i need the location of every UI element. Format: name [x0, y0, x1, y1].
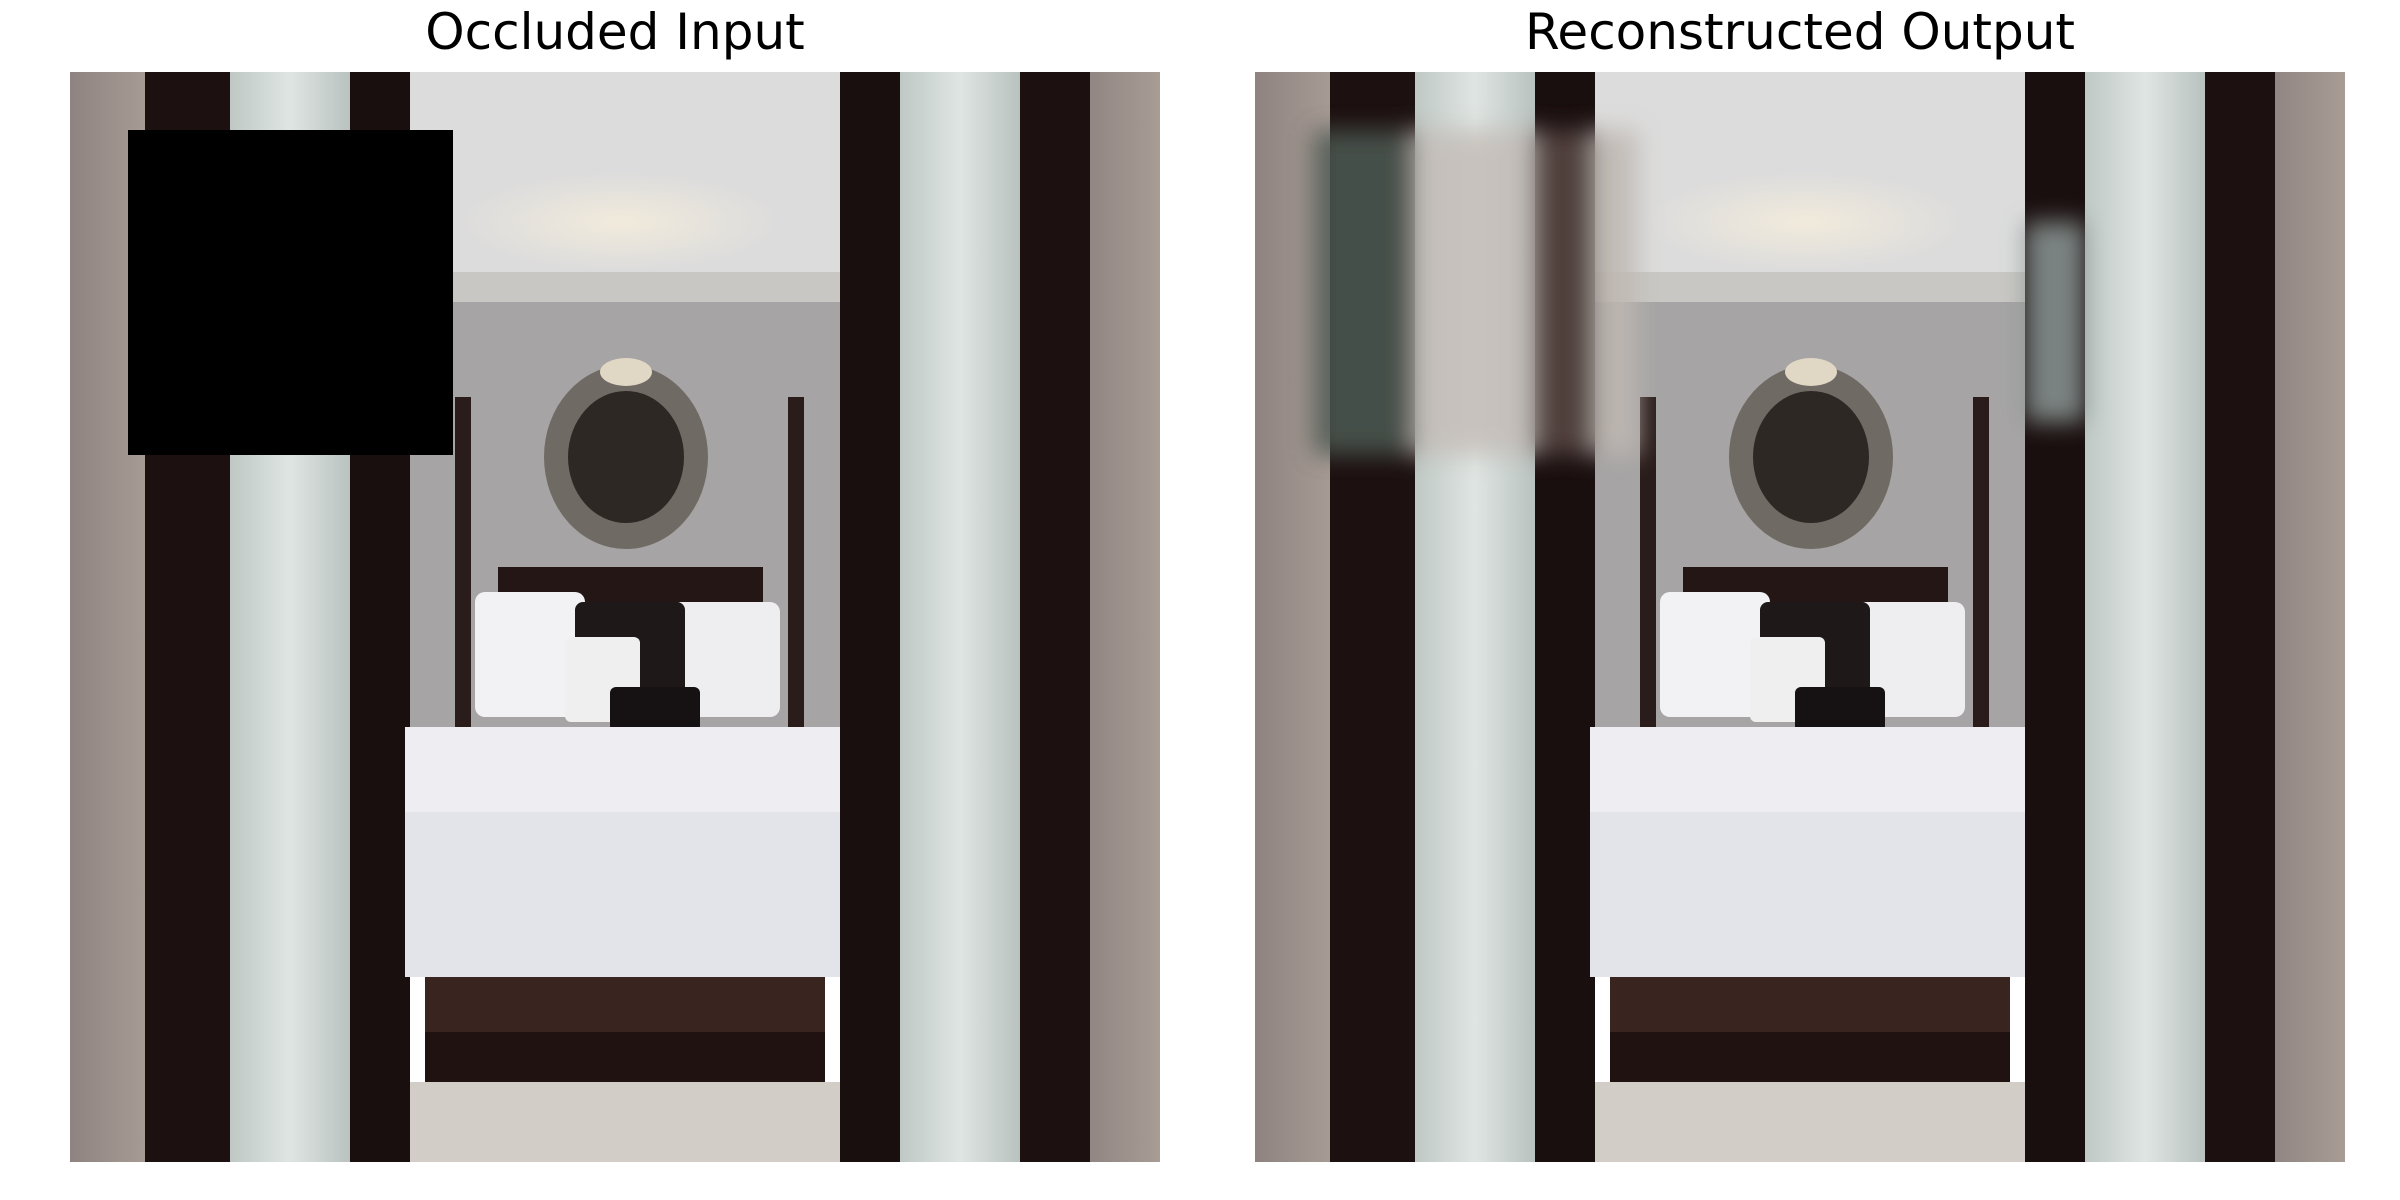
reconstructed-output-image	[1255, 72, 2345, 1162]
reconstructed-output-title: Reconstructed Output	[1524, 3, 2076, 61]
occluded-input-image	[70, 72, 1160, 1162]
occluded-input-title: Occluded Input	[425, 3, 805, 61]
occlusion-patch	[128, 130, 453, 455]
reconstructed-patch	[1313, 130, 2085, 455]
